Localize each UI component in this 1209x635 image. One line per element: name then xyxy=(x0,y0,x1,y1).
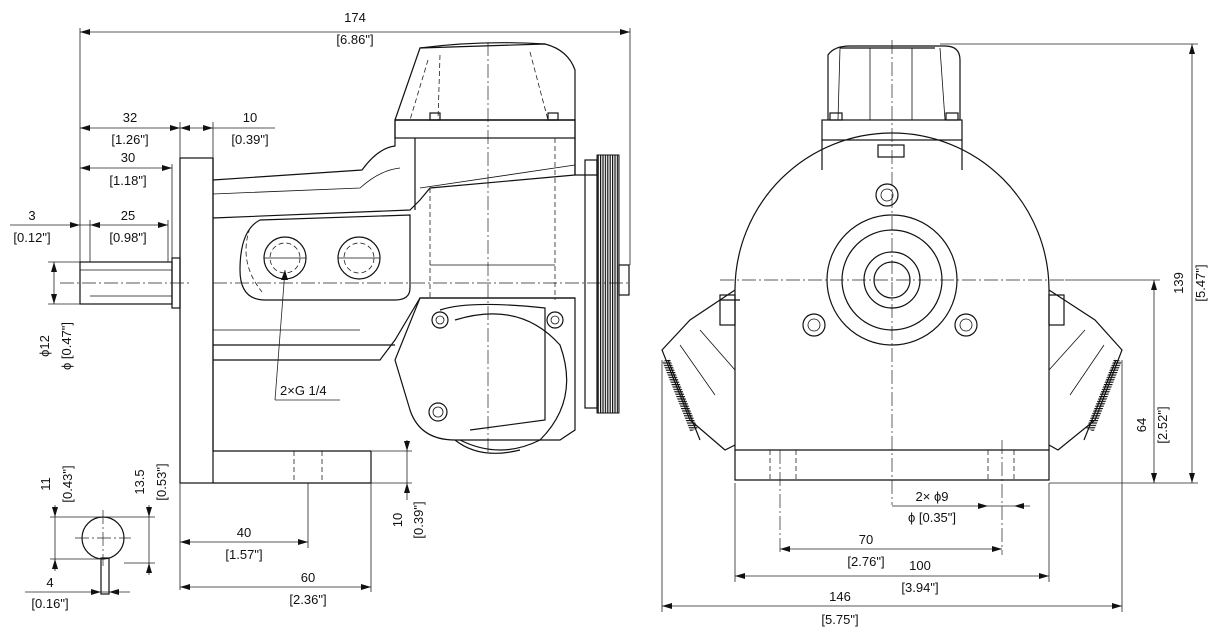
hole-in: ϕ [0.35"] xyxy=(908,510,956,525)
dim-174-in: [6.86"] xyxy=(336,32,373,47)
dim-60-mm: 60 xyxy=(301,570,315,585)
dim-64-in: [2.52"] xyxy=(1155,406,1170,443)
dim-11-mm: 11 xyxy=(38,477,53,491)
dim-100-mm: 100 xyxy=(909,558,931,573)
dim-60-in: [2.36"] xyxy=(289,592,326,607)
dim-64-mm: 64 xyxy=(1134,418,1149,432)
dim-32-mm: 32 xyxy=(123,110,137,125)
dim-12: ϕ12 ϕ [0.47"] xyxy=(37,261,80,370)
dim-10-base: 10 [0.39"] xyxy=(371,440,426,539)
dim-10-top-mm: 10 xyxy=(243,110,257,125)
dim-25-in: [0.98"] xyxy=(109,230,146,245)
dim-30: 30 [1.18"] xyxy=(80,150,173,258)
dim-174-mm: 174 xyxy=(344,10,366,25)
dim-70-in: [2.76"] xyxy=(847,554,884,569)
dim-146: 146 [5.75"] xyxy=(661,360,1123,627)
dim-10-base-in: [0.39"] xyxy=(411,501,426,538)
dim-174: 174 [6.86"] xyxy=(79,10,631,265)
dim-100: 100 [3.94"] xyxy=(734,483,1050,595)
dim-4-in: [0.16"] xyxy=(31,596,68,611)
dim-10-top-in: [0.39"] xyxy=(231,132,268,147)
dim-70: 70 [2.76"] xyxy=(780,532,1002,569)
dim-10-top: 10 [0.39"] xyxy=(179,110,275,158)
dim-139-mm: 139 xyxy=(1171,272,1186,294)
dim-139-in: [5.47"] xyxy=(1193,264,1208,301)
actuator-housing xyxy=(212,42,630,454)
dim-40: 40 [1.57"] xyxy=(179,483,309,590)
dim-25: 25 [0.98"] xyxy=(90,208,169,262)
dim-12-in: ϕ [0.47"] xyxy=(59,322,74,370)
dim-4-mm: 4 xyxy=(46,575,53,590)
side-view: 174 [6.86"] 32 [1.26"] 10 [0.39"] xyxy=(10,10,631,607)
mounting-bracket xyxy=(179,157,372,484)
dim-40-in: [1.57"] xyxy=(225,547,262,562)
dim-60: 60 [2.36"] xyxy=(180,483,372,607)
port-label: 2×G 1/4 xyxy=(280,383,327,398)
dim-3-in: [0.12"] xyxy=(13,230,50,245)
hole-callout: 2× ϕ9 ϕ [0.35"] xyxy=(892,489,1030,525)
dim-64: 64 [2.52"] xyxy=(1065,279,1170,483)
dim-10-base-mm: 10 xyxy=(390,513,405,527)
dim-146-mm: 146 xyxy=(829,589,851,604)
dim-32: 32 [1.26"] xyxy=(80,110,180,147)
dim-11-in: [0.43"] xyxy=(60,465,75,502)
hole-mm: 2× ϕ9 xyxy=(916,489,949,504)
dim-100-in: [3.94"] xyxy=(901,580,938,595)
front-view: 139 [5.47"] 64 [2.52"] 2× ϕ9 ϕ [0.35"] 7… xyxy=(661,40,1208,627)
dim-32-in: [1.26"] xyxy=(111,132,148,147)
dim-70-mm: 70 xyxy=(859,532,873,547)
dim-25-mm: 25 xyxy=(121,208,135,223)
handwheel xyxy=(596,154,620,414)
dim-30-in: [1.18"] xyxy=(109,173,146,188)
dim-3: 3 [0.12"] xyxy=(10,208,100,262)
dim-40-mm: 40 xyxy=(237,525,251,540)
dim-13-5-mm: 13.5 xyxy=(132,469,147,494)
dim-12-mm: ϕ12 xyxy=(37,335,52,357)
dim-146-in: [5.75"] xyxy=(821,612,858,627)
dim-139: 139 [5.47"] xyxy=(940,43,1208,484)
shaft-key-detail: 11 [0.43"] 13.5 [0.53"] 4 [0.16"] xyxy=(25,463,169,611)
dim-13-5-in: [0.53"] xyxy=(154,463,169,500)
port-callout: 2×G 1/4 xyxy=(274,269,340,401)
dim-3-mm: 3 xyxy=(28,208,35,223)
dim-30-mm: 30 xyxy=(121,150,135,165)
